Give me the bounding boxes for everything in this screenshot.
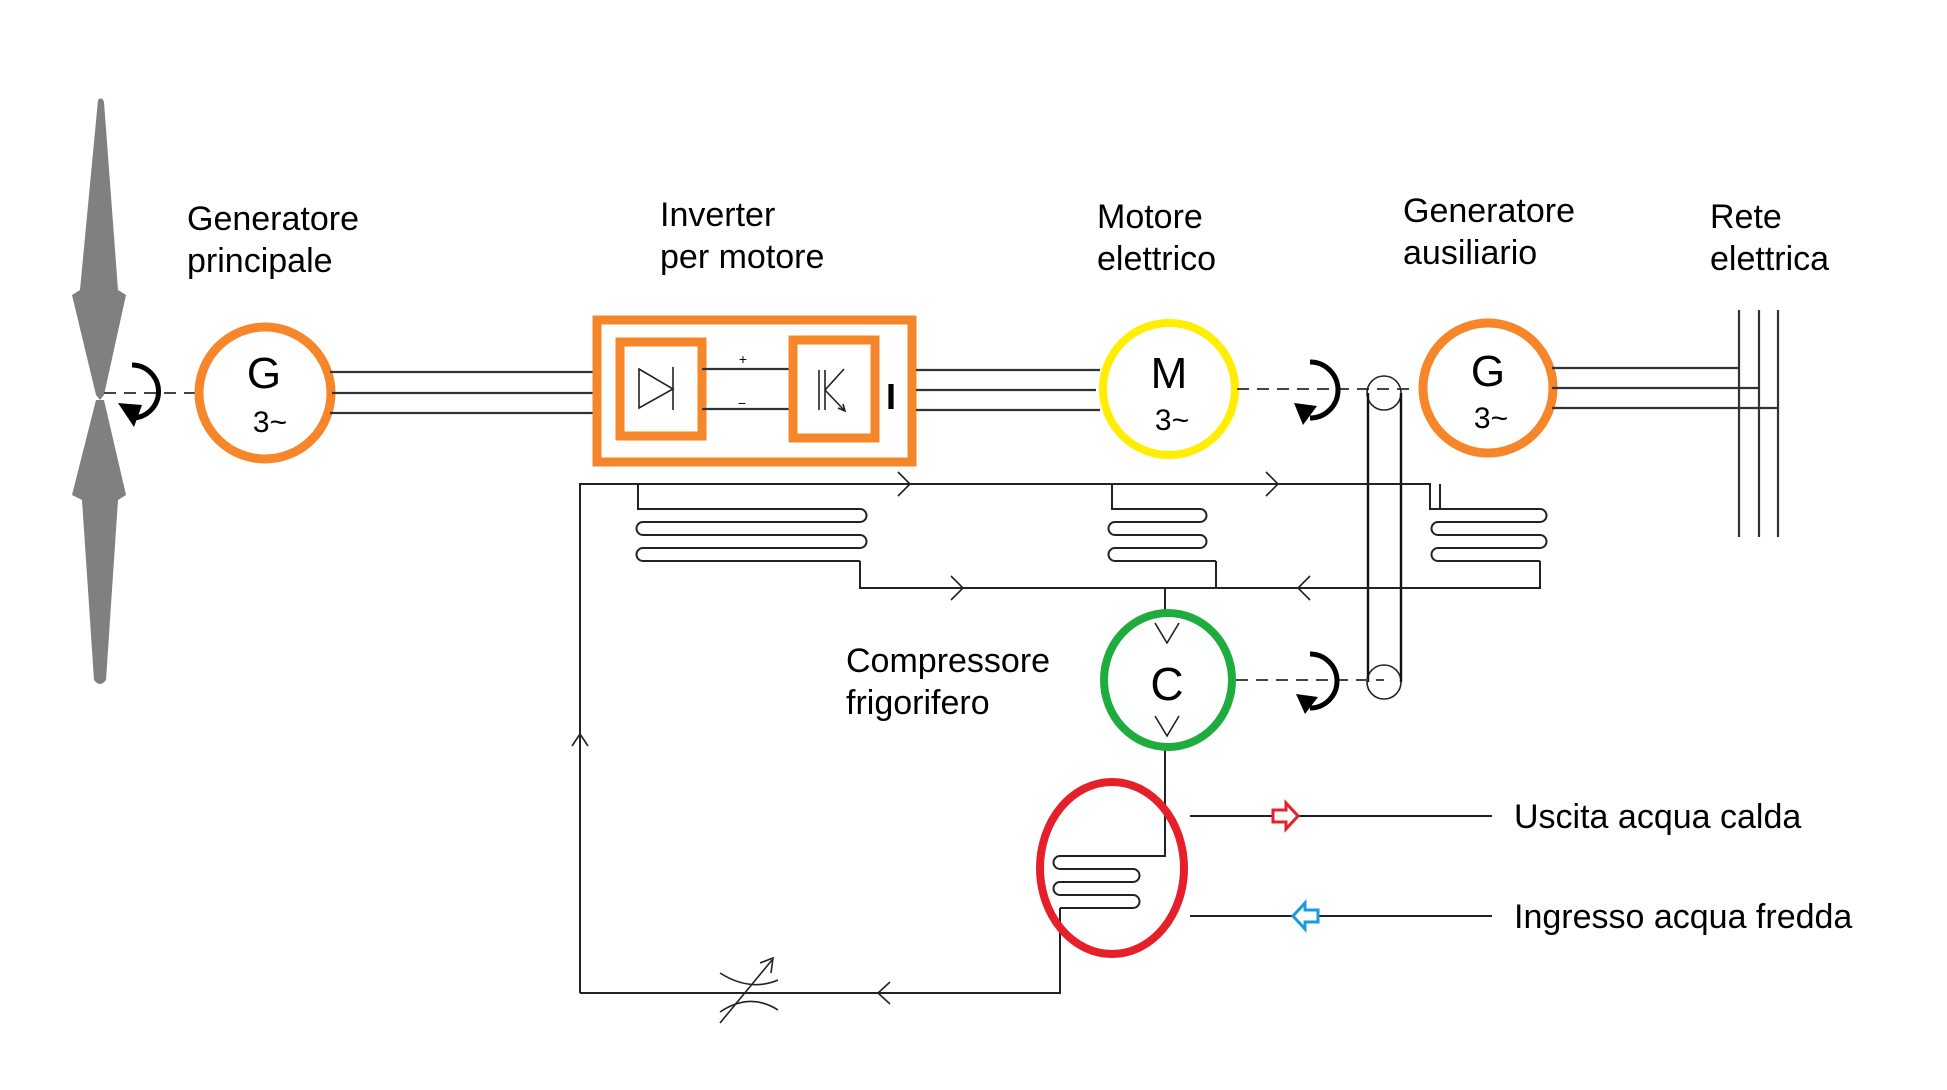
- motor-letter: M: [1151, 349, 1188, 398]
- heat-exchanger-coil-icon: [635, 484, 1270, 589]
- heat-exchanger-coil-icon: [1052, 855, 1141, 909]
- variable-restrictor-icon[interactable]: [719, 956, 779, 1024]
- three-phase-line-grid: [1552, 366, 1778, 410]
- motor-label-line2: elettrico: [1097, 240, 1216, 278]
- flow-chevron-icon: [571, 732, 589, 747]
- flow-chevron-icon: [1154, 622, 1180, 645]
- flow-chevron-icon: [1296, 575, 1311, 601]
- cold-water-in-arrow-icon: [1290, 899, 1320, 933]
- rotation-arrow-icon: [118, 362, 161, 427]
- water-heat-exchanger[interactable]: [1036, 778, 1188, 958]
- main-generator-letter: G: [247, 349, 281, 398]
- wind-turbine-blades-icon: [72, 98, 126, 684]
- flow-chevron-icon: [1265, 471, 1280, 497]
- hot-water-out-arrow-icon: [1271, 799, 1301, 833]
- hot-water-outlet-label: Uscita acqua calda: [1514, 798, 1801, 836]
- flow-chevron-icon: [950, 575, 965, 601]
- refrigerant-circuit: [571, 471, 1548, 1005]
- aux-generator-label-line1: Generatore: [1403, 192, 1575, 230]
- main-generator-circle: [194, 322, 336, 464]
- inverter-outer-box: [592, 315, 917, 467]
- belt-drive: [1366, 375, 1403, 700]
- inverter-block[interactable]: + − I: [592, 315, 917, 467]
- diode-rectifier-icon: [638, 367, 675, 410]
- main-generator-label-line2: principale: [187, 242, 333, 280]
- aux-generator-letter: G: [1471, 347, 1505, 396]
- refrigeration-compressor[interactable]: C: [1100, 609, 1236, 751]
- compressor-letter: C: [1150, 658, 1183, 710]
- igbt-transistor-icon: [818, 368, 847, 413]
- rotation-arrow-icon: [1296, 651, 1340, 714]
- three-phase-line-inverter-motor: [916, 368, 1100, 412]
- main-generator-label-line1: Generatore: [187, 200, 359, 238]
- inverter-label-line1: Inverter: [660, 196, 775, 234]
- cold-water-inlet-label: Ingresso acqua fredda: [1514, 898, 1852, 936]
- three-phase-line-gen-inverter: [330, 370, 593, 415]
- main-generator-phase: 3~: [253, 406, 287, 439]
- aux-generator-phase: 3~: [1474, 402, 1508, 435]
- flow-chevron-icon: [1154, 715, 1180, 738]
- dc-plus-sign: +: [739, 351, 747, 367]
- rotation-arrow-icon: [1294, 359, 1341, 425]
- compressor-circle: [1100, 609, 1236, 751]
- main-generator[interactable]: G 3~: [104, 322, 336, 464]
- motor-circle: [1099, 319, 1239, 459]
- grid-label-line1: Rete: [1710, 198, 1782, 236]
- heat-exchanger-coil-icon: [1107, 484, 1217, 588]
- flow-chevron-icon: [897, 471, 912, 497]
- aux-generator-label-line2: ausiliario: [1403, 234, 1537, 272]
- compressor-label-line2: frigorifero: [846, 684, 990, 722]
- auxiliary-generator[interactable]: G 3~: [1418, 318, 1558, 458]
- compressor-label-line1: Compressore: [846, 642, 1050, 680]
- heat-exchanger-coil-icon: [1270, 484, 1548, 589]
- inverter-label-line2: per motore: [660, 238, 824, 276]
- electric-motor[interactable]: M 3~: [1099, 319, 1239, 459]
- grid-label-line2: elettrica: [1710, 240, 1829, 278]
- flow-chevron-icon: [876, 981, 891, 1005]
- inverter-output-marker: I: [886, 376, 896, 417]
- motor-label-line1: Motore: [1097, 198, 1203, 236]
- motor-phase: 3~: [1155, 404, 1189, 437]
- dc-minus-sign: −: [738, 395, 746, 411]
- transistor-box: [788, 335, 880, 443]
- rectifier-box: [615, 337, 707, 441]
- grid-busbar[interactable]: [1737, 310, 1780, 537]
- water-heat-exchanger-circle: [1036, 778, 1188, 958]
